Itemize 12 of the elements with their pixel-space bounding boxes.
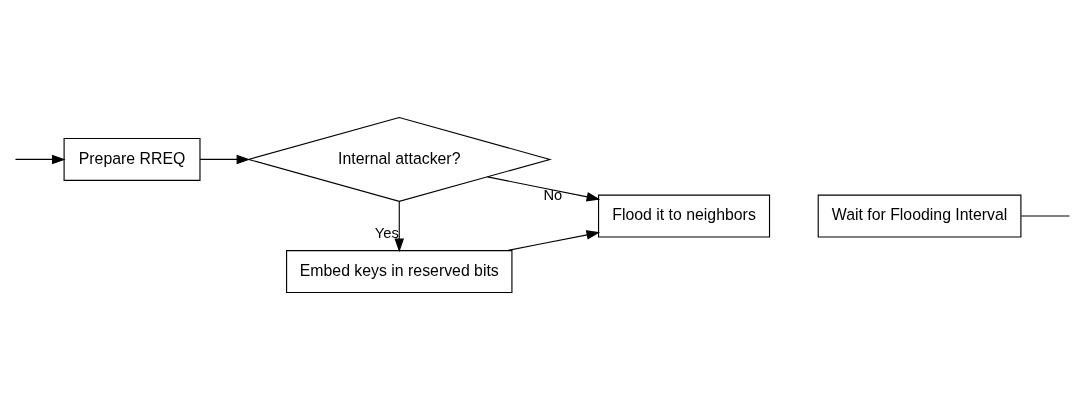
connector xyxy=(1020,214,1071,217)
arrow xyxy=(506,229,601,251)
arrow xyxy=(14,154,66,164)
node-box: Flood it to neighbors xyxy=(598,194,771,238)
node-box: Embed keys in reserved bits xyxy=(286,249,513,293)
edge-label: No xyxy=(543,186,563,203)
node-box: Wait for Flooding Interval xyxy=(817,194,1022,238)
arrow xyxy=(394,200,405,252)
arrow xyxy=(486,175,601,201)
node-box: Prepare RREQ xyxy=(63,137,201,181)
arrow xyxy=(199,154,251,164)
edge-label: Yes xyxy=(374,224,399,241)
